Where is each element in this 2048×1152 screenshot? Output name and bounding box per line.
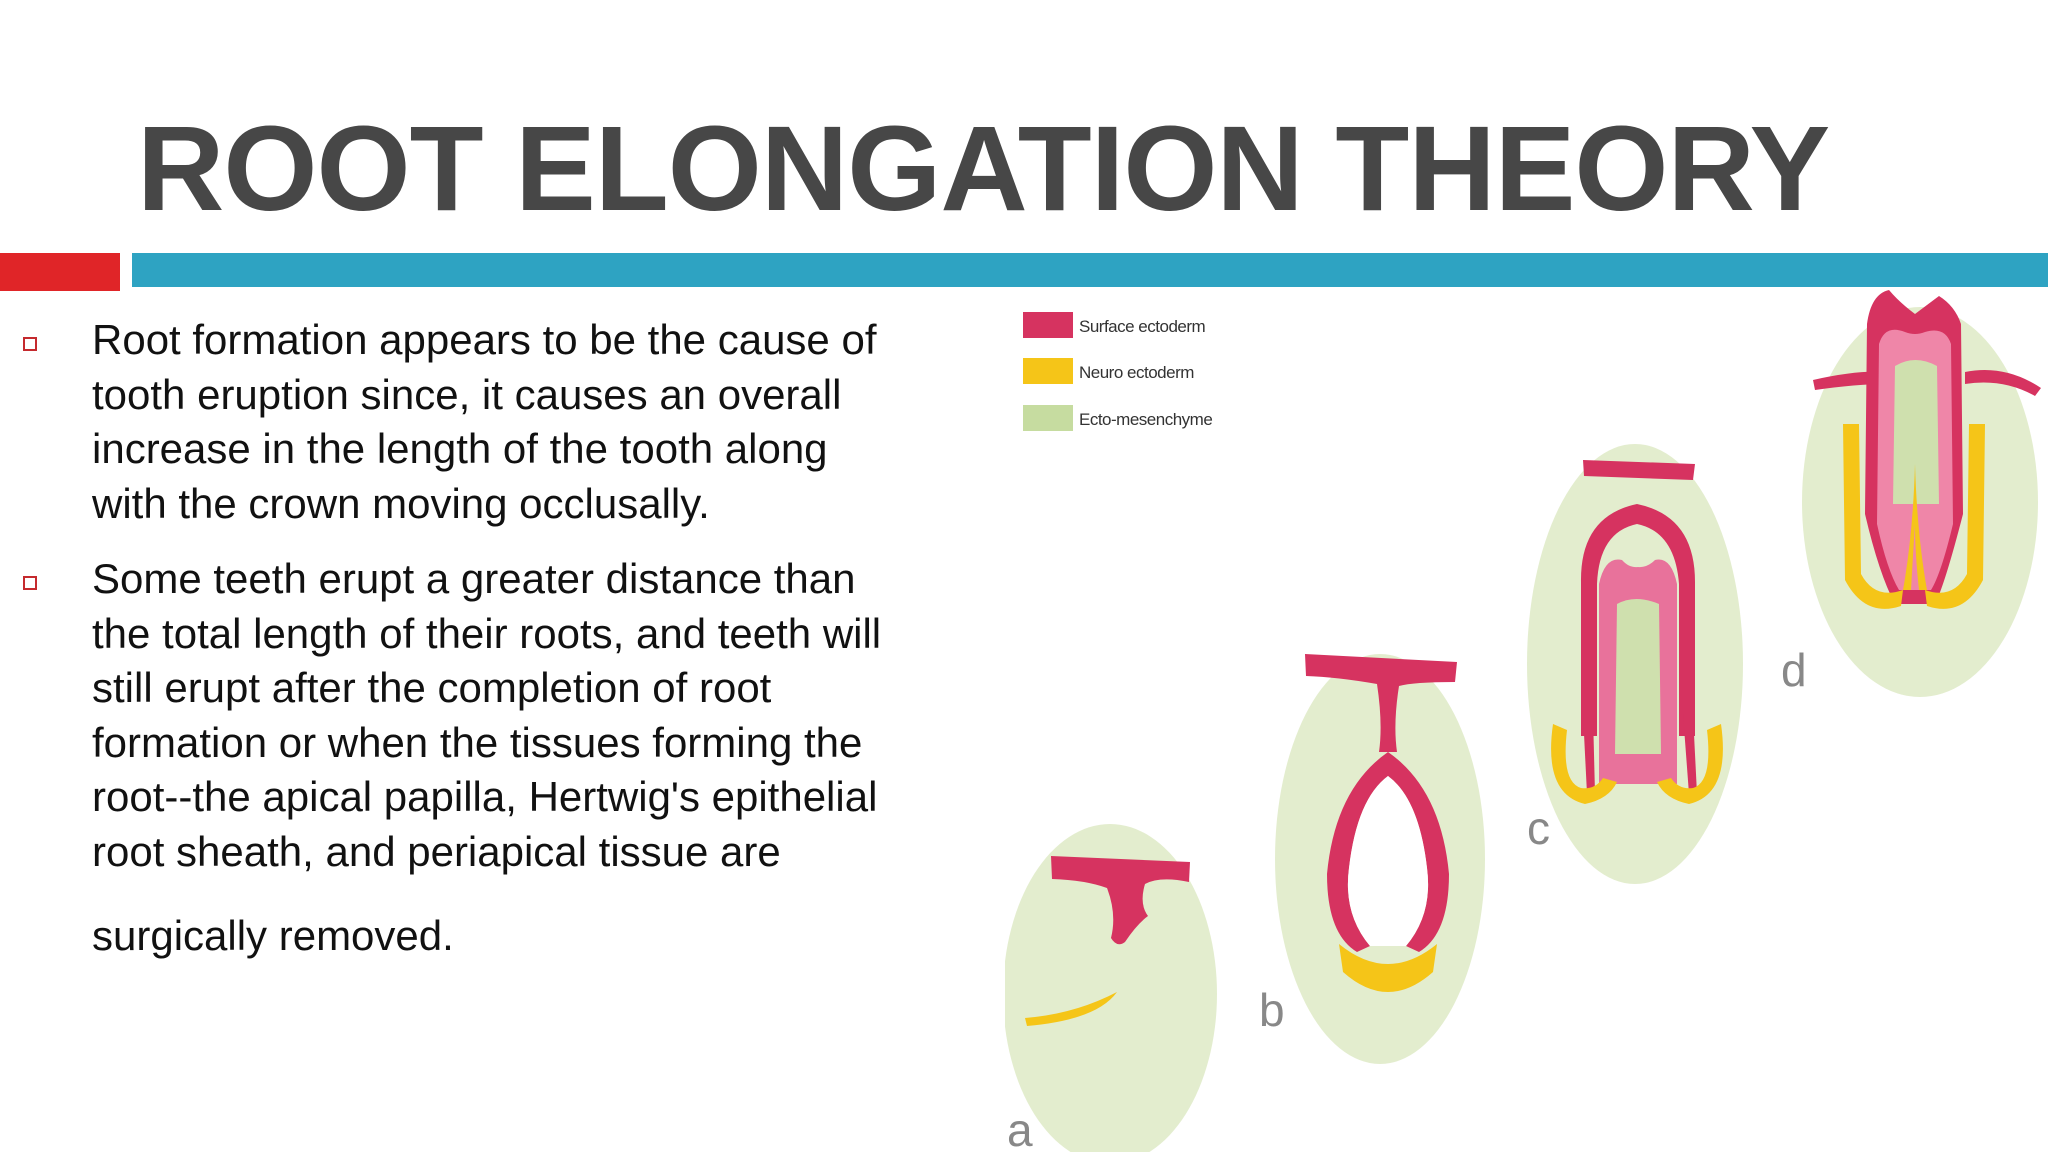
tooth-stage-c (1527, 444, 1743, 884)
reduced-enamel-organ (1580, 504, 1695, 736)
legend: Surface ectoderm Neuro ectoderm Ecto-mes… (1023, 312, 1213, 431)
neuro-ectoderm-left-root (1843, 424, 1903, 609)
bullet-text-line: Some teeth erupt a greater distance than (92, 555, 856, 602)
bullet-text-line: tooth eruption since, it causes an overa… (92, 370, 842, 418)
tooth-stage-d (1802, 290, 2041, 697)
tooth-eruption-diagram: Surface ectoderm Neuro ectoderm Ecto-mes… (1005, 284, 2048, 1152)
neuro-ectoderm-base (1339, 944, 1437, 992)
bullet-text-line: surgically removed. (92, 912, 454, 959)
neuro-ectoderm-left (1551, 724, 1617, 804)
slide-title: ROOT ELONGATION THEORY (137, 100, 1830, 236)
bullet-text-line: formation or when the tissues forming th… (92, 718, 863, 766)
bullet-text-line: root sheath, and periapical tissue are (92, 827, 781, 875)
enamel-organ (1327, 752, 1449, 952)
mesenchyme-blob (1005, 824, 1217, 1152)
stage-label-c: c (1527, 802, 1550, 854)
bullet-text-line: root--the apical papilla, Hertwig's epit… (92, 773, 878, 820)
accent-bar-blue (132, 253, 2048, 287)
legend-swatch-ecto-mesenchyme (1023, 405, 1073, 431)
legend-label: Surface ectoderm (1079, 317, 1206, 336)
diagram-svg: Surface ectoderm Neuro ectoderm Ecto-mes… (1005, 290, 2041, 1152)
bullet-text-line: Root formation appears to be the cause o… (92, 316, 877, 363)
square-bullet-icon (23, 576, 37, 590)
surface-ectoderm (1305, 654, 1457, 752)
bullet-item: Root formation appears to be the cause o… (0, 313, 990, 531)
stage-label-a: a (1007, 1104, 1033, 1152)
legend-swatch-neuro-ectoderm (1023, 358, 1073, 384)
bullet-list: Root formation appears to be the cause o… (0, 313, 990, 964)
neuro-ectoderm-right-root (1925, 424, 1985, 609)
stage-label-d: d (1781, 644, 1807, 696)
dentin-core (1615, 599, 1661, 754)
bullet-text-line: with the crown moving occlusally. (92, 479, 710, 527)
legend-swatch-surface-ectoderm (1023, 312, 1073, 338)
dentin-core (1893, 360, 1939, 504)
surface-ectoderm (1051, 856, 1190, 945)
neuro-ectoderm-right (1657, 724, 1723, 804)
bullet-item: Some teeth erupt a greater distance than… (0, 552, 990, 964)
root-sheath-right (1683, 714, 1697, 794)
neuro-ectoderm-center (1903, 464, 1927, 590)
stage-label-b: b (1259, 984, 1285, 1036)
root-sheath-left (1583, 714, 1595, 794)
legend-label: Neuro ectoderm (1079, 363, 1194, 382)
dental-papilla (1347, 776, 1429, 946)
tooth-stage-a (1005, 824, 1217, 1152)
surface-ectoderm (1583, 460, 1695, 480)
legend-label: Ecto-mesenchyme (1079, 410, 1212, 429)
bullet-text-line: still erupt after the completion of root (92, 664, 772, 711)
neuro-ectoderm-strand (1025, 992, 1117, 1026)
bullet-text-line: the total length of their roots, and tee… (92, 609, 882, 657)
tooth-stage-b (1275, 654, 1485, 1064)
bullet-text-line: increase in the length of the tooth alon… (92, 425, 828, 472)
square-bullet-icon (23, 337, 37, 351)
surface-ectoderm-right (1965, 370, 2041, 396)
accent-bar-red (0, 253, 120, 291)
